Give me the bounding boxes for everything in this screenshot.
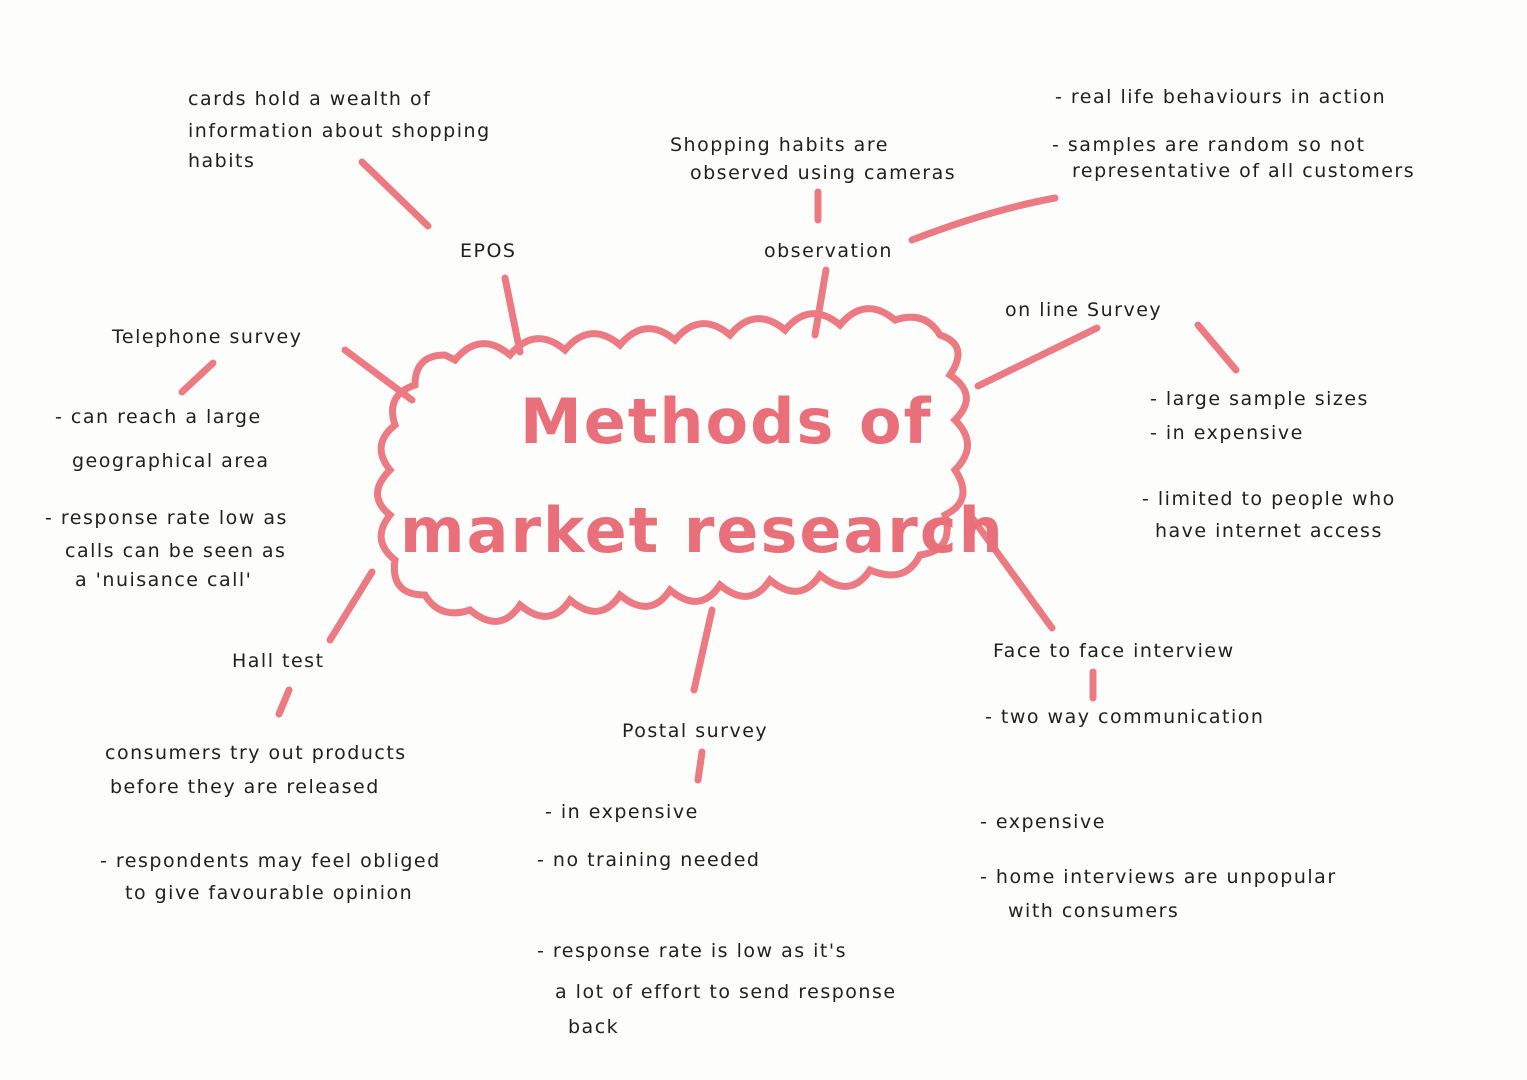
observation-point-2: - samples are random so not: [1052, 134, 1366, 156]
telephone-point-2: geographical area: [72, 450, 270, 472]
note-link-epos: [358, 158, 432, 230]
central-topic-line1: Methods of: [520, 385, 933, 458]
central-cloud: [374, 305, 971, 625]
hall-point-3: - respondents may feel obliged: [100, 850, 441, 872]
branch-label-postal-survey: Postal survey: [622, 720, 769, 742]
spoke-hall-test: [326, 568, 376, 644]
telephone-point-1: - can reach a large: [55, 406, 262, 428]
telephone-point-5: a 'nuisance call': [75, 569, 253, 591]
observation-point-3: representative of all customers: [1072, 160, 1416, 182]
branch-label-hall-test: Hall test: [232, 650, 325, 672]
spoke-observation: [811, 266, 830, 339]
postal-point-4: a lot of effort to send response: [555, 981, 897, 1003]
postal-point-3: - response rate is low as it's: [537, 940, 847, 962]
face-point-4: with consumers: [1008, 900, 1180, 922]
face-point-3: - home interviews are unpopular: [980, 866, 1337, 888]
note-link-online: [1194, 321, 1240, 374]
postal-point-1: - in expensive: [545, 801, 699, 823]
online-point-2: - in expensive: [1150, 422, 1304, 444]
face-point-1: - two way communication: [985, 706, 1265, 728]
note-link-postal: [694, 748, 706, 784]
telephone-point-4: calls can be seen as: [65, 540, 287, 562]
branch-label-online-survey: on line Survey: [1005, 299, 1163, 321]
note-link-hall-test: [275, 686, 293, 718]
telephone-point-3: - response rate low as: [45, 507, 288, 529]
branch-label-face-to-face: Face to face interview: [993, 640, 1235, 662]
postal-point-2: - no training needed: [537, 849, 761, 871]
note-link-telephone: [178, 359, 217, 396]
postal-point-5: back: [568, 1016, 620, 1038]
note-link-observation-right: [908, 194, 1059, 244]
spoke-epos: [501, 274, 524, 356]
spoke-telephone: [341, 346, 416, 404]
online-point-4: have internet access: [1155, 520, 1383, 542]
spoke-online: [974, 324, 1101, 390]
hall-point-4: to give favourable opinion: [125, 882, 414, 904]
online-point-3: - limited to people who: [1142, 488, 1396, 510]
online-point-1: - large sample sizes: [1150, 388, 1369, 410]
branch-label-telephone-survey: Telephone survey: [112, 326, 303, 348]
observation-note-2: observed using cameras: [690, 162, 957, 184]
spoke-face-to-face: [966, 511, 1056, 632]
hall-point-1: consumers try out products: [105, 742, 407, 764]
spoke-postal: [690, 606, 716, 694]
epos-note-3: habits: [188, 150, 256, 172]
hall-point-2: before they are released: [110, 776, 380, 798]
epos-note-2: information about shopping: [188, 120, 491, 142]
observation-point-1: - real life behaviours in action: [1055, 86, 1387, 108]
epos-note-1: cards hold a wealth of: [188, 88, 432, 110]
central-topic-line2: market research: [400, 494, 1005, 567]
branch-label-epos: EPOS: [460, 240, 517, 262]
face-point-2: - expensive: [980, 811, 1106, 833]
branch-label-observation: observation: [764, 240, 893, 262]
observation-note-1: Shopping habits are: [670, 134, 889, 156]
